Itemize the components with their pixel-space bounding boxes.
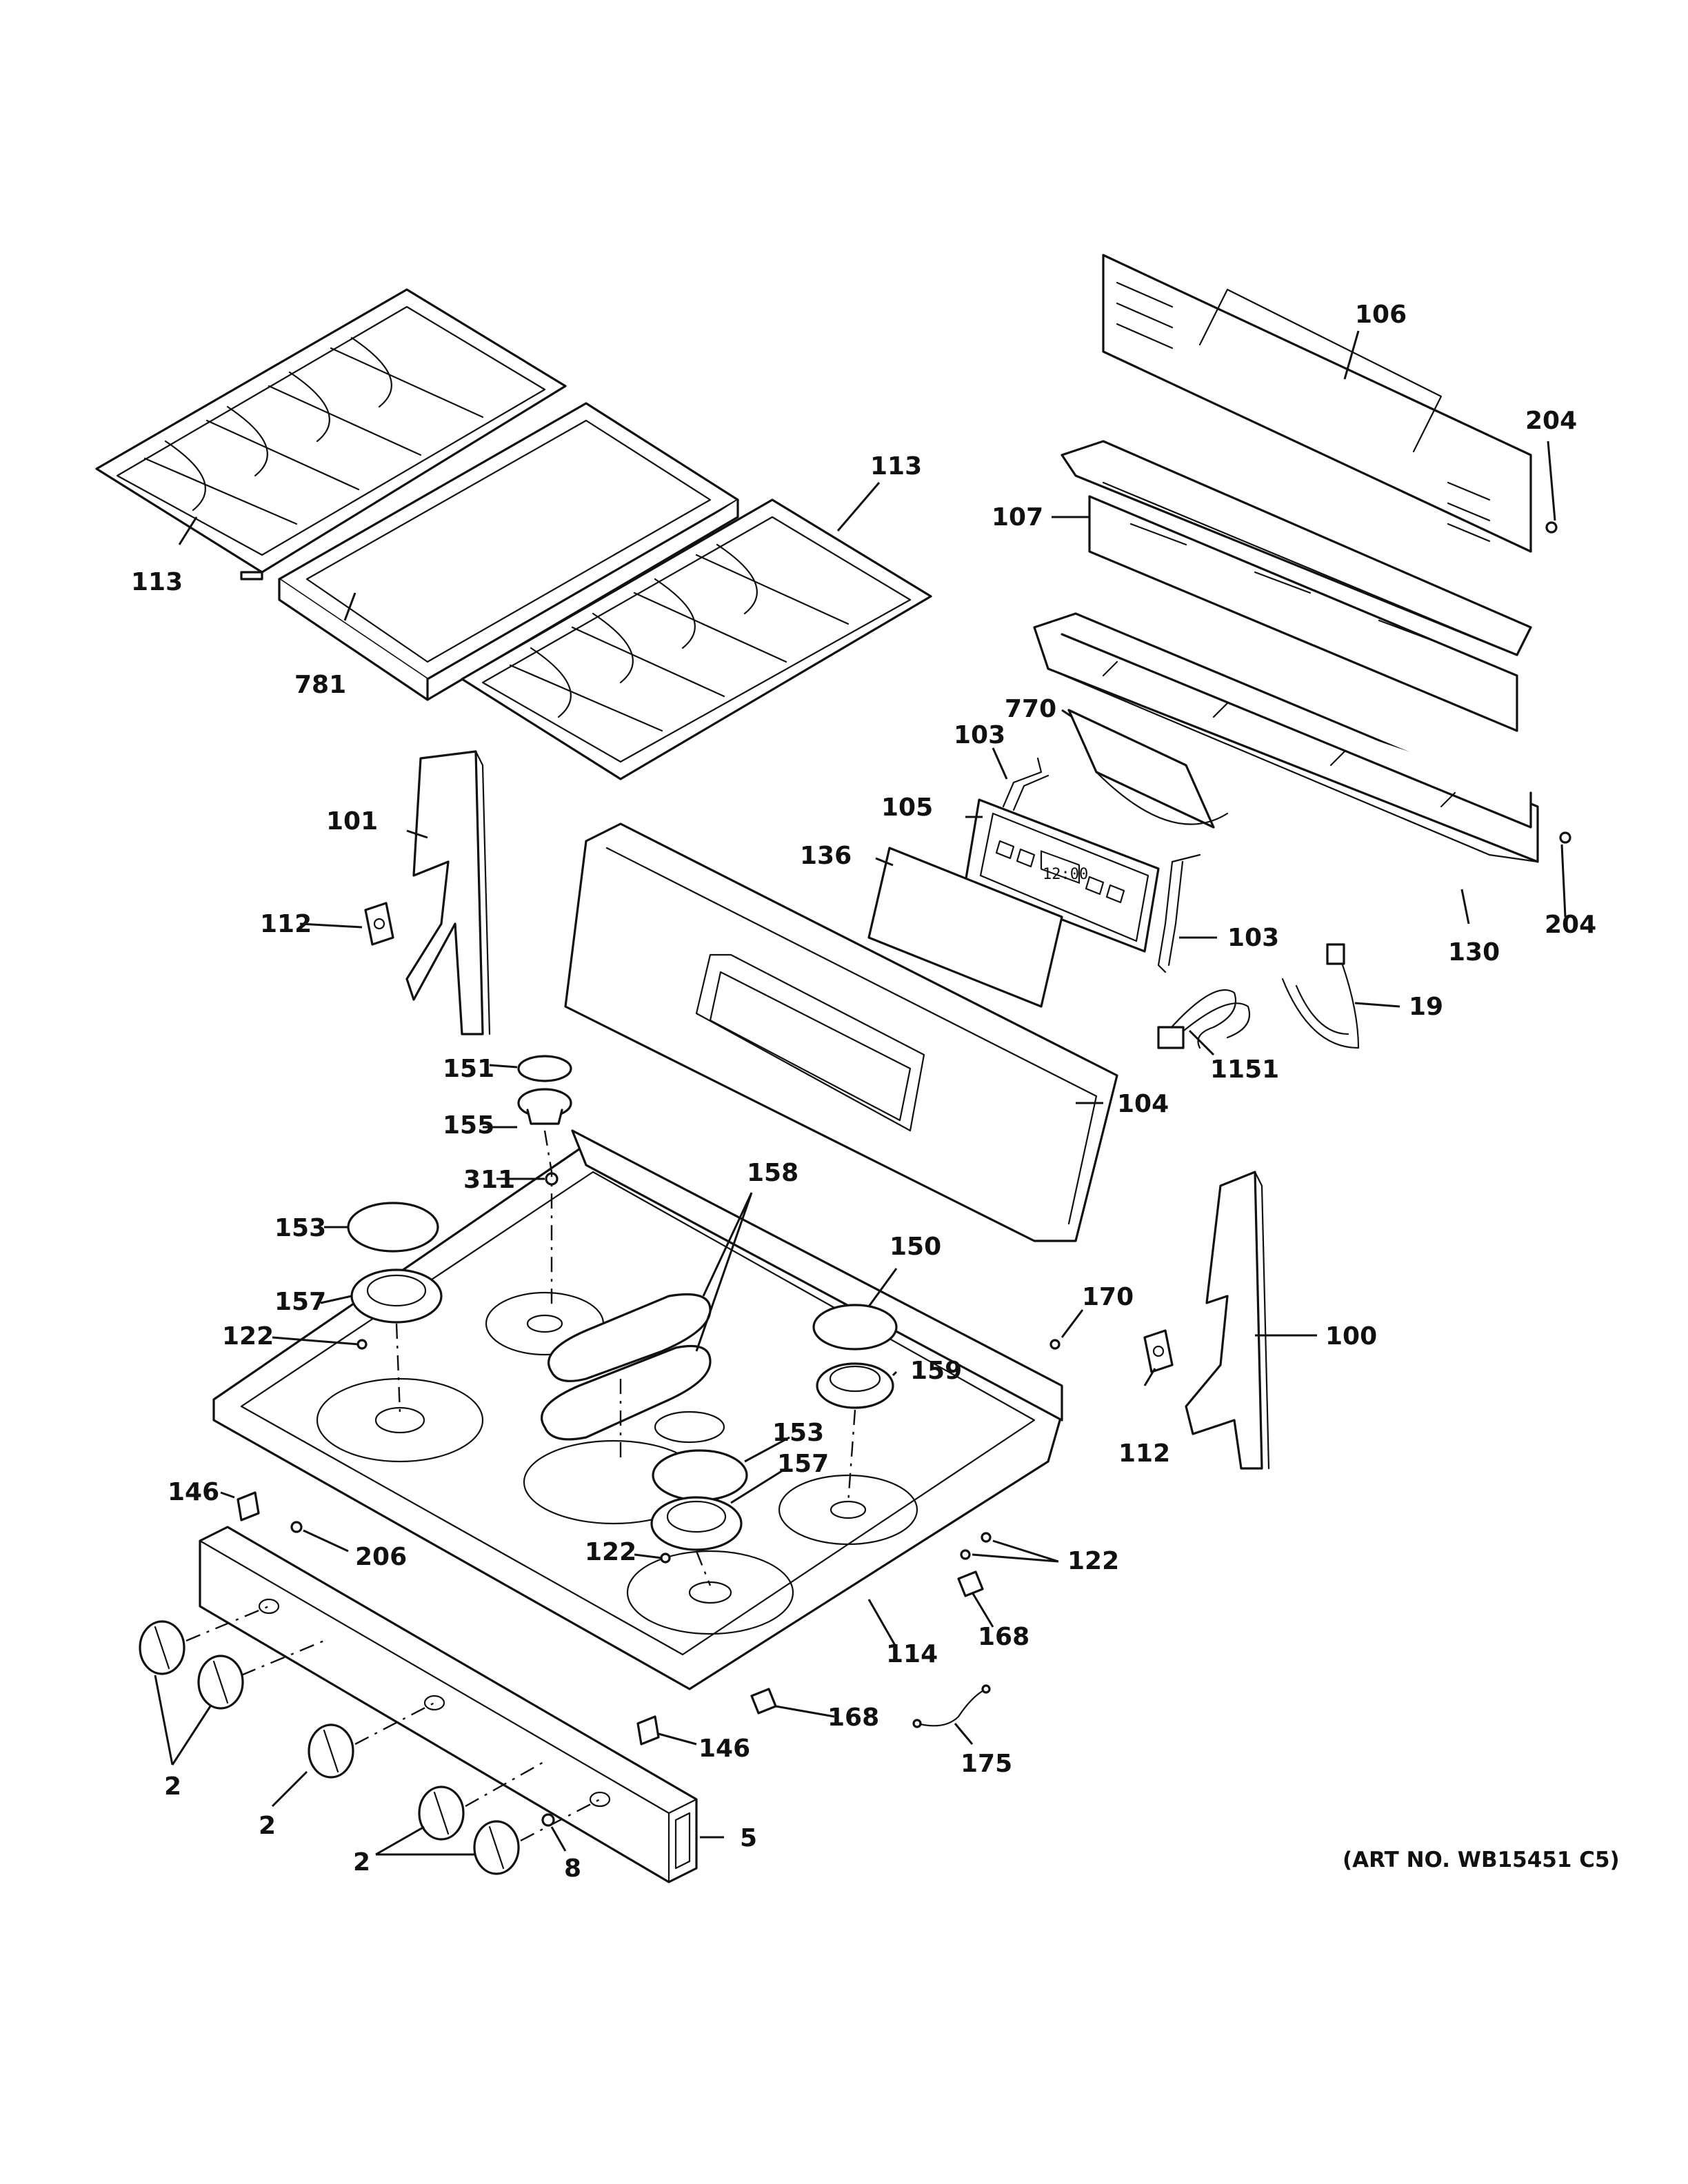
label-114: 114: [886, 1640, 938, 1668]
label-2-c: 2: [353, 1848, 370, 1877]
griddle-781: [278, 402, 739, 701]
screw-204-top: [1545, 521, 1558, 534]
label-204-side: 204: [1545, 911, 1596, 939]
left-grate-113: [95, 288, 567, 580]
clip-146-left: [237, 1491, 260, 1521]
label-781: 781: [294, 671, 346, 699]
label-150: 150: [890, 1233, 941, 1261]
clip-112-left: [364, 902, 394, 946]
label-168-right: 168: [978, 1623, 1029, 1651]
bracket-168-bottom: [750, 1688, 777, 1715]
label-157-left: 157: [274, 1288, 326, 1316]
label-158: 158: [747, 1159, 798, 1187]
label-168-bottom: 168: [827, 1703, 879, 1732]
label-136: 136: [800, 842, 852, 870]
label-170: 170: [1082, 1283, 1134, 1311]
wire-harness-1151: [1157, 989, 1251, 1049]
label-770: 770: [1005, 695, 1056, 723]
burner-head-159: [816, 1362, 894, 1409]
back-panel-106: [1102, 254, 1532, 553]
label-153-left: 153: [274, 1214, 326, 1242]
display-clock: 12:00: [1043, 866, 1088, 883]
label-2-b: 2: [259, 1812, 276, 1840]
label-106: 106: [1355, 301, 1407, 329]
label-104: 104: [1117, 1090, 1169, 1118]
cable-strap-19: [1281, 943, 1360, 1049]
knob-2-d: [418, 1786, 465, 1841]
bracket-103-left: [1002, 757, 1049, 811]
back-panel-107: [1061, 440, 1532, 732]
clip-146-right: [636, 1715, 660, 1746]
label-159: 159: [910, 1357, 962, 1385]
label-206: 206: [355, 1543, 407, 1571]
bracket-168-right: [957, 1570, 984, 1597]
burner-head-157-left: [350, 1268, 443, 1324]
trim-770: [1067, 709, 1229, 829]
screw-8: [541, 1813, 555, 1827]
screw-170: [1049, 1339, 1061, 1350]
label-151: 151: [443, 1055, 494, 1083]
knob-2-a: [139, 1620, 185, 1675]
knob-2-b: [197, 1655, 244, 1710]
knob-2-c: [308, 1723, 354, 1779]
label-101: 101: [326, 807, 378, 836]
screw-204-side: [1559, 831, 1571, 844]
burner-cap-150: [812, 1304, 898, 1351]
label-103-right: 103: [1227, 924, 1279, 952]
leader-lines: [154, 330, 1567, 1856]
label-175: 175: [961, 1750, 1012, 1778]
label-19: 19: [1409, 993, 1443, 1021]
label-8: 8: [564, 1854, 581, 1883]
overlay-136: [867, 847, 1063, 1008]
side-trim-100: [1185, 1171, 1270, 1470]
side-trim-101: [405, 750, 491, 1035]
label-5: 5: [740, 1824, 757, 1852]
label-146-right: 146: [699, 1735, 750, 1763]
label-107: 107: [992, 503, 1043, 532]
screw-206: [290, 1521, 303, 1533]
label-1151: 1151: [1210, 1055, 1279, 1084]
label-130: 130: [1448, 938, 1500, 967]
label-2-a: 2: [164, 1772, 181, 1801]
wire-175: [912, 1684, 991, 1728]
right-grate-113: [461, 498, 932, 780]
burner-head-155: [517, 1088, 572, 1125]
manifold-panel-5: [199, 1526, 698, 1883]
label-146-left: 146: [168, 1478, 219, 1506]
control-panel-104: [564, 822, 1118, 1242]
label-122-left: 122: [222, 1322, 274, 1351]
label-153-center: 153: [772, 1419, 824, 1447]
burner-cap-153-center: [652, 1449, 748, 1502]
burner-head-157-center: [650, 1496, 743, 1551]
label-113-right: 113: [870, 452, 922, 481]
label-100: 100: [1325, 1322, 1377, 1351]
knob-2-e: [473, 1820, 520, 1875]
back-panel-130: [1033, 612, 1539, 863]
label-103-top: 103: [954, 721, 1005, 749]
label-204-top: 204: [1525, 407, 1577, 435]
label-311: 311: [463, 1166, 515, 1194]
label-112-right: 112: [1118, 1439, 1170, 1468]
label-113-left: 113: [131, 568, 183, 596]
label-122-center: 122: [585, 1538, 636, 1566]
label-157-center: 157: [777, 1450, 829, 1478]
clip-112-right: [1143, 1329, 1174, 1373]
label-122-right: 122: [1067, 1547, 1119, 1575]
oval-burner-158: [541, 1293, 712, 1441]
control-board-105: 12:00: [964, 798, 1160, 953]
part-labels: 106 204 107 113 113 781 770 103 105 101 …: [131, 301, 1620, 1883]
label-112-left: 112: [260, 910, 312, 938]
art-number: (ART NO. WB15451 C5): [1343, 1848, 1620, 1872]
bracket-103-right: [1157, 853, 1201, 973]
burner-cap-153-left: [347, 1202, 439, 1253]
label-105: 105: [881, 793, 933, 822]
label-155: 155: [443, 1111, 494, 1140]
burner-cap-151: [517, 1055, 572, 1082]
